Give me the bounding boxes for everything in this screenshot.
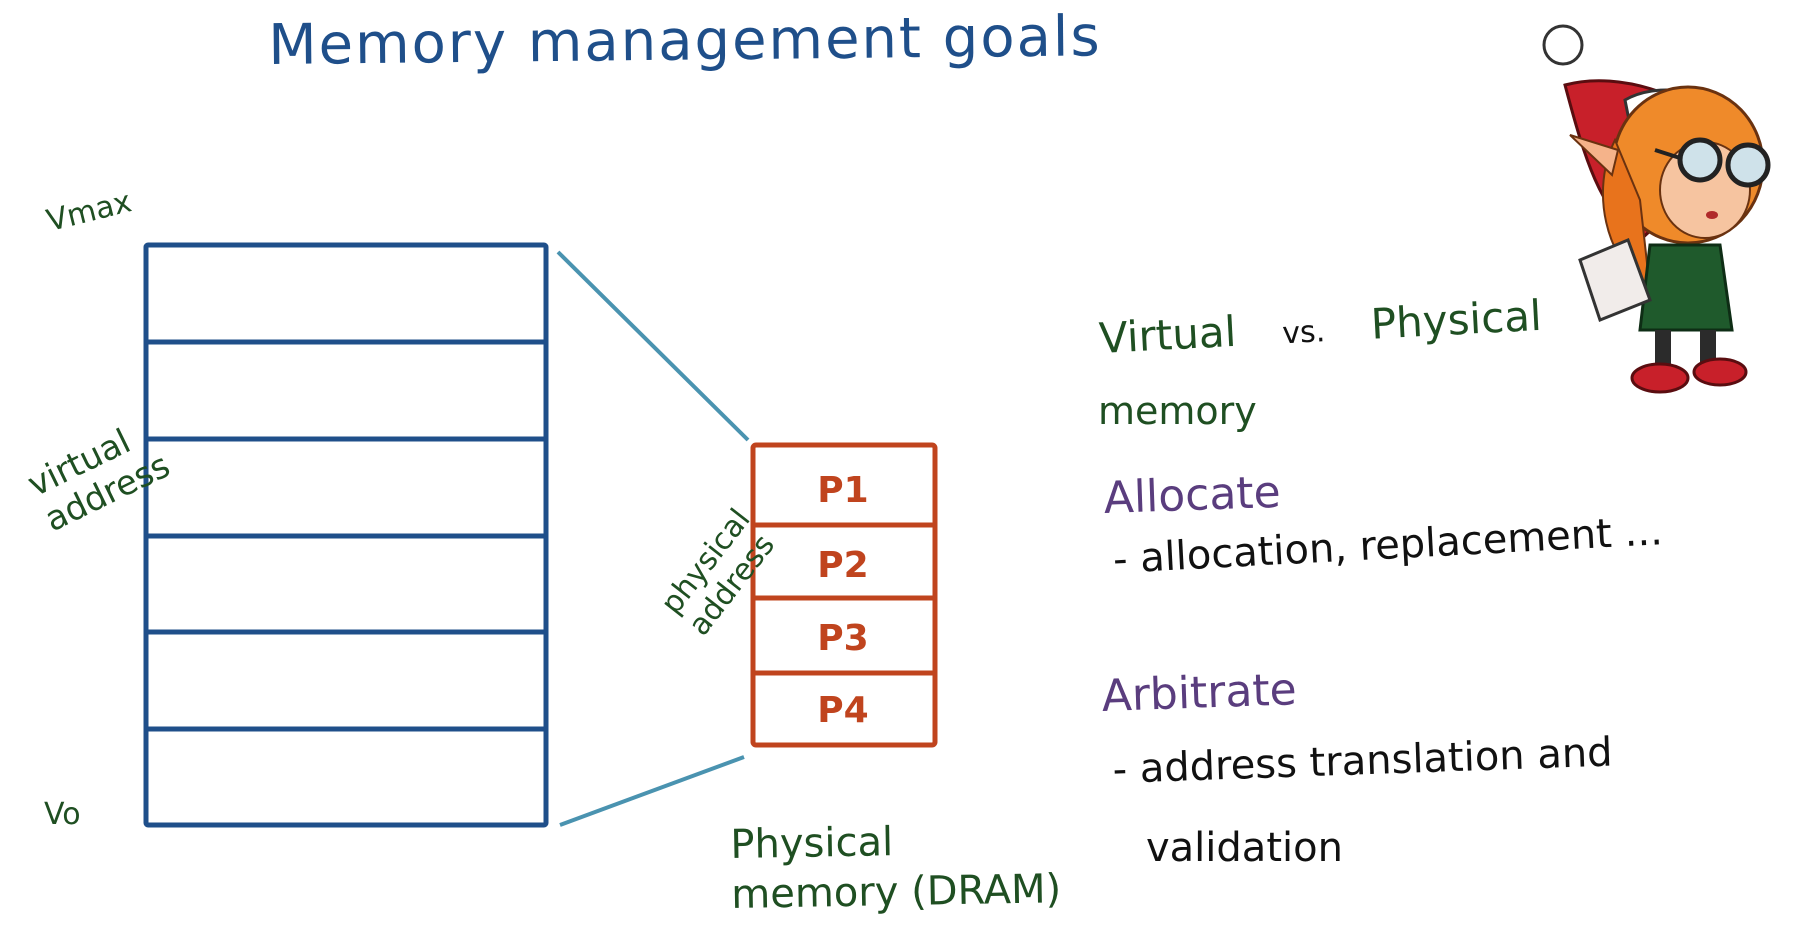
virtual-word: Virtual [1097, 306, 1238, 363]
page-label: P3 [817, 618, 868, 659]
page-label: P4 [817, 690, 868, 731]
vs-word: vs. [1281, 314, 1327, 352]
physical-memory-caption: Physical memory (DRAM) [730, 814, 1062, 920]
vo-label: Vo [44, 797, 81, 832]
elf-mascot-illustration [1542, 24, 1771, 394]
physical-memory-caption-line2: memory (DRAM) [730, 866, 1062, 918]
physical-memory-box [750, 442, 938, 748]
mapping-line-top [556, 250, 750, 442]
arbitrate-heading: Arbitrate [1100, 664, 1298, 722]
memory-word: memory [1098, 389, 1257, 433]
physical-memory-caption-line1: Physical [730, 819, 894, 868]
physical-word: Physical [1369, 290, 1543, 349]
mapping-line-bottom [559, 755, 745, 827]
allocate-heading: Allocate [1102, 466, 1282, 524]
page-label: P2 [817, 545, 868, 586]
arbitrate-detail-line2: validation [1146, 825, 1343, 871]
page-label: P1 [817, 470, 868, 511]
